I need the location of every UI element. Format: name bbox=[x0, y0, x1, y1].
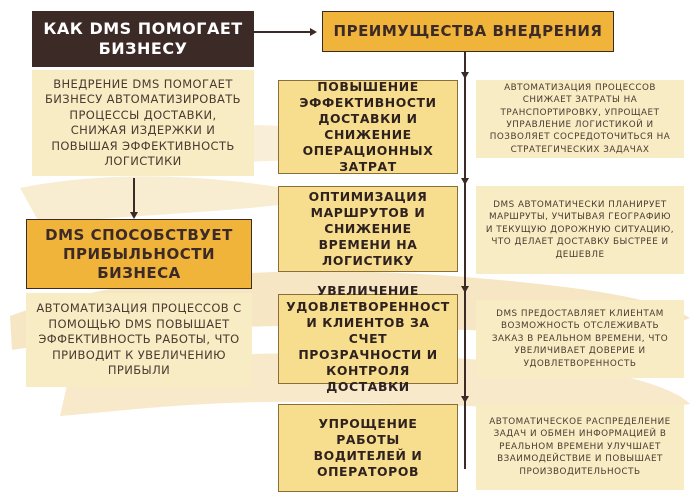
benefit-desc-2: DMS АВТОМАТИЧЕСКИ ПЛАНИРУЕТ МАРШРУТЫ, УЧ… bbox=[476, 186, 684, 274]
intro-box: ВНЕДРЕНИЕ DMS ПОМОГАЕТ БИЗНЕСУ АВТОМАТИЗ… bbox=[32, 70, 254, 176]
benefit-card-1: ПОВЫШЕНИЕ ЭФФЕКТИВНОСТИ ДОСТАВКИ И СНИЖЕ… bbox=[278, 79, 458, 174]
profit-title: DMS СПОСОБСТВУЕТ ПРИБЫЛЬНОСТИ БИЗНЕСА bbox=[45, 225, 233, 282]
benefit-desc-1: АВТОМАТИЗАЦИЯ ПРОЦЕССОВ СНИЖАЕТ ЗАТРАТЫ … bbox=[476, 80, 684, 158]
advantages-title: ПРЕИМУЩЕСТВА ВНЕДРЕНИЯ bbox=[333, 22, 603, 40]
benefit-card-2: ОПТИМИЗАЦИЯ МАРШРУТОВ И СНИЖЕНИЕ ВРЕМЕНИ… bbox=[278, 186, 458, 272]
profit-title-box: DMS СПОСОБСТВУЕТ ПРИБЫЛЬНОСТИ БИЗНЕСА bbox=[26, 219, 252, 289]
benefit-desc: DMS ПРЕДОСТАВЛЯЕТ КЛИЕНТАМ ВОЗМОЖНОСТЬ О… bbox=[491, 308, 669, 369]
arrow-down-icon bbox=[461, 396, 469, 403]
benefit-title: УПРОЩЕНИЕ РАБОТЫ ВОДИТЕЛЕЙ И ОПЕРАТОРОВ bbox=[313, 416, 423, 479]
main-title: КАК DMS ПОМОГАЕТ БИЗНЕСУ bbox=[43, 19, 243, 58]
benefit-title: ОПТИМИЗАЦИЯ МАРШРУТОВ И СНИЖЕНИЕ ВРЕМЕНИ… bbox=[308, 189, 428, 268]
benefit-card-4: УПРОЩЕНИЕ РАБОТЫ ВОДИТЕЛЕЙ И ОПЕРАТОРОВ bbox=[278, 404, 458, 492]
benefit-card-3: УВЕЛИЧЕНИЕ УДОВЛЕТВОРЕННОСТ И КЛИЕНТОВ З… bbox=[278, 283, 458, 394]
benefit-desc-4: АВТОМАТИЧЕСКОЕ РАСПРЕДЕЛЕНИЕ ЗАДАЧ И ОБМ… bbox=[476, 404, 684, 490]
intro-text: ВНЕДРЕНИЕ DMS ПОМОГАЕТ БИЗНЕСУ АВТОМАТИЗ… bbox=[45, 76, 241, 169]
benefit-title: ПОВЫШЕНИЕ ЭФФЕКТИВНОСТИ ДОСТАВКИ И СНИЖЕ… bbox=[299, 79, 437, 174]
advantages-title-box: ПРЕИМУЩЕСТВА ВНЕДРЕНИЯ bbox=[322, 11, 614, 52]
arrow-down-icon bbox=[130, 212, 138, 219]
connector-vertical-spine bbox=[464, 52, 466, 469]
benefit-title: УВЕЛИЧЕНИЕ УДОВЛЕТВОРЕННОСТ И КЛИЕНТОВ З… bbox=[286, 283, 450, 394]
benefit-desc: DMS АВТОМАТИЧЕСКИ ПЛАНИРУЕТ МАРШРУТЫ, УЧ… bbox=[485, 199, 675, 260]
connector-left-to-right bbox=[252, 31, 310, 33]
arrow-right-icon bbox=[310, 28, 317, 36]
arrow-down-icon bbox=[461, 178, 469, 185]
benefit-desc: АВТОМАТИЗАЦИЯ ПРОЦЕССОВ СНИЖАЕТ ЗАТРАТЫ … bbox=[489, 82, 671, 155]
profit-text: АВТОМАТИЗАЦИЯ ПРОЦЕССОВ С ПОМОЩЬЮ DMS ПО… bbox=[36, 301, 242, 378]
connector-intro-to-profit bbox=[133, 178, 135, 214]
main-title-box: КАК DMS ПОМОГАЕТ БИЗНЕСУ bbox=[32, 11, 254, 67]
benefit-desc: АВТОМАТИЧЕСКОЕ РАСПРЕДЕЛЕНИЕ ЗАДАЧ И ОБМ… bbox=[489, 416, 671, 477]
arrow-down-icon bbox=[461, 72, 469, 79]
arrow-down-icon bbox=[461, 286, 469, 293]
benefit-desc-3: DMS ПРЕДОСТАВЛЯЕТ КЛИЕНТАМ ВОЗМОЖНОСТЬ О… bbox=[476, 300, 684, 378]
profit-text-box: АВТОМАТИЗАЦИЯ ПРОЦЕССОВ С ПОМОЩЬЮ DMS ПО… bbox=[26, 293, 252, 387]
